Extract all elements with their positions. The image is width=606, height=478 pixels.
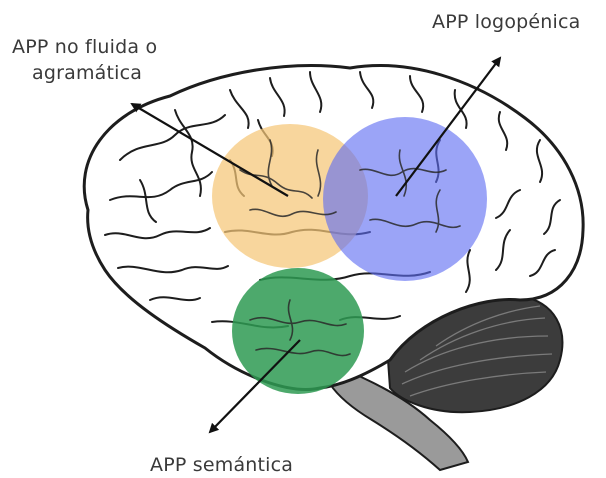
label-app-nonfluent-line2: agramática	[12, 60, 157, 86]
region-logopenic	[323, 117, 487, 281]
label-app-semantic: APP semántica	[150, 452, 293, 478]
label-app-nonfluent: APP no fluida o agramática	[12, 34, 157, 86]
region-semantic	[232, 268, 364, 394]
label-app-nonfluent-line1: APP no fluida o	[12, 34, 157, 60]
label-app-logopenic: APP logopénica	[432, 9, 581, 35]
